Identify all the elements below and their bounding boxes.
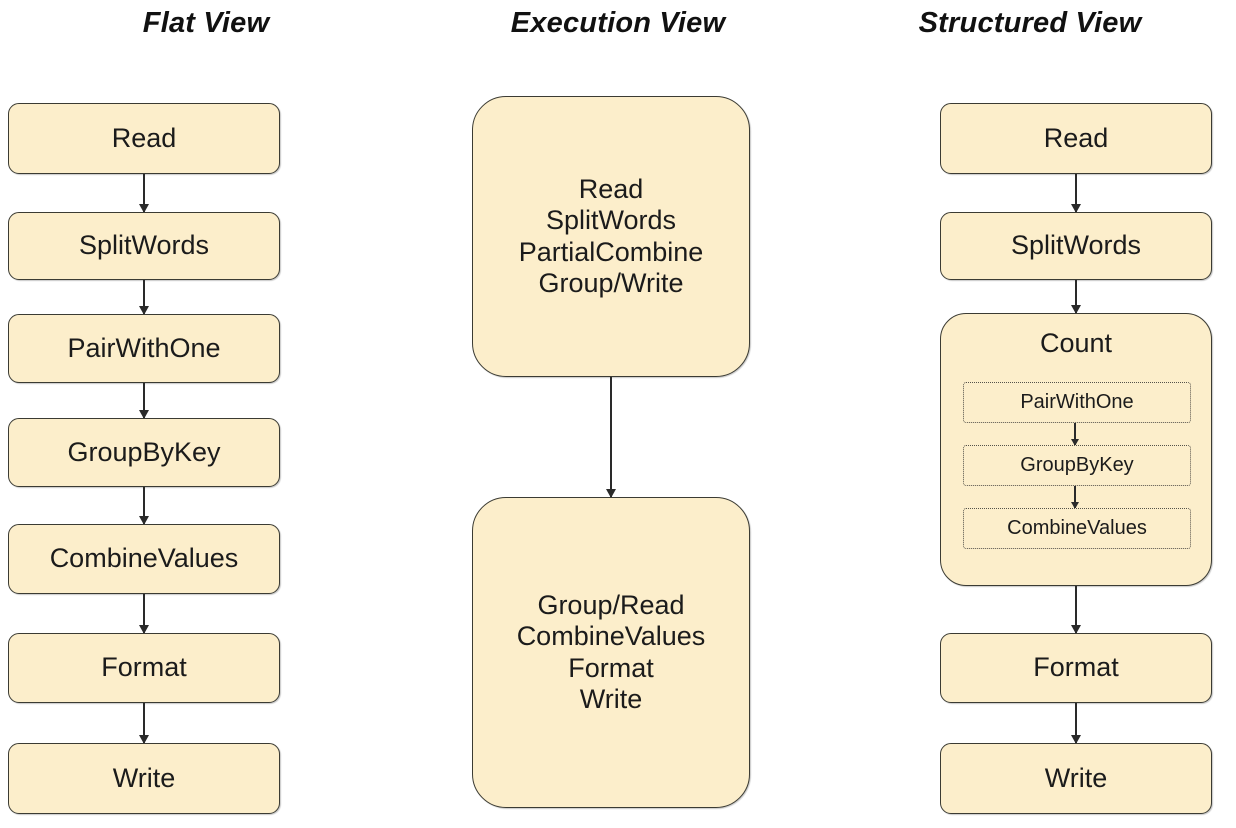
- arrow-execution-stage1-to-stage2: [610, 377, 612, 497]
- node-structured-read[interactable]: Read: [940, 103, 1212, 174]
- column-title-flat-view: Flat View: [142, 7, 270, 39]
- node-structured-splitwords[interactable]: SplitWords: [940, 212, 1212, 280]
- node-execution-stage-1[interactable]: Read SplitWords PartialCombine Group/Wri…: [472, 96, 750, 377]
- node-execution-stage-2[interactable]: Group/Read CombineValues Format Write: [472, 497, 750, 808]
- column-title-structured-view: Structured View: [918, 7, 1142, 39]
- column-structured-view: Structured View Read SplitWords Count Pa…: [824, 0, 1236, 828]
- arrow-structured-format-to-write: [1075, 703, 1077, 743]
- node-flat-groupbykey[interactable]: GroupByKey: [8, 418, 280, 487]
- arrow-groupbykey-to-combinevalues: [1074, 486, 1076, 508]
- node-structured-count-group[interactable]: Count PairWithOne GroupByKey CombineValu…: [940, 313, 1212, 586]
- column-flat-view: Flat View Read SplitWords PairWithOne Gr…: [0, 0, 412, 828]
- arrow-flat-read-to-splitwords: [143, 174, 145, 212]
- arrow-count-to-format: [1075, 586, 1077, 633]
- arrow-pairwithone-to-groupbykey: [1074, 423, 1076, 445]
- node-structured-format[interactable]: Format: [940, 633, 1212, 703]
- node-flat-combinevalues[interactable]: CombineValues: [8, 524, 280, 594]
- node-flat-pairwithone[interactable]: PairWithOne: [8, 314, 280, 383]
- arrow-structured-splitwords-to-count: [1075, 280, 1077, 313]
- node-flat-splitwords[interactable]: SplitWords: [8, 212, 280, 280]
- subnode-groupbykey[interactable]: GroupByKey: [963, 445, 1191, 486]
- arrow-flat-pairwithone-to-groupbykey: [143, 383, 145, 418]
- column-title-execution-view: Execution View: [510, 7, 726, 39]
- node-structured-write[interactable]: Write: [940, 743, 1212, 814]
- arrow-flat-format-to-write: [143, 703, 145, 743]
- node-flat-write[interactable]: Write: [8, 743, 280, 814]
- arrow-flat-groupbykey-to-combinevalues: [143, 487, 145, 524]
- arrow-flat-combinevalues-to-format: [143, 594, 145, 633]
- arrow-structured-read-to-splitwords: [1075, 174, 1077, 212]
- subnode-pairwithone[interactable]: PairWithOne: [963, 382, 1191, 423]
- group-label-count: Count: [1039, 328, 1113, 358]
- node-flat-read[interactable]: Read: [8, 103, 280, 174]
- arrow-flat-splitwords-to-pairwithone: [143, 280, 145, 314]
- subnode-combinevalues[interactable]: CombineValues: [963, 508, 1191, 549]
- column-execution-view: Execution View Read SplitWords PartialCo…: [412, 0, 824, 828]
- node-flat-format[interactable]: Format: [8, 633, 280, 703]
